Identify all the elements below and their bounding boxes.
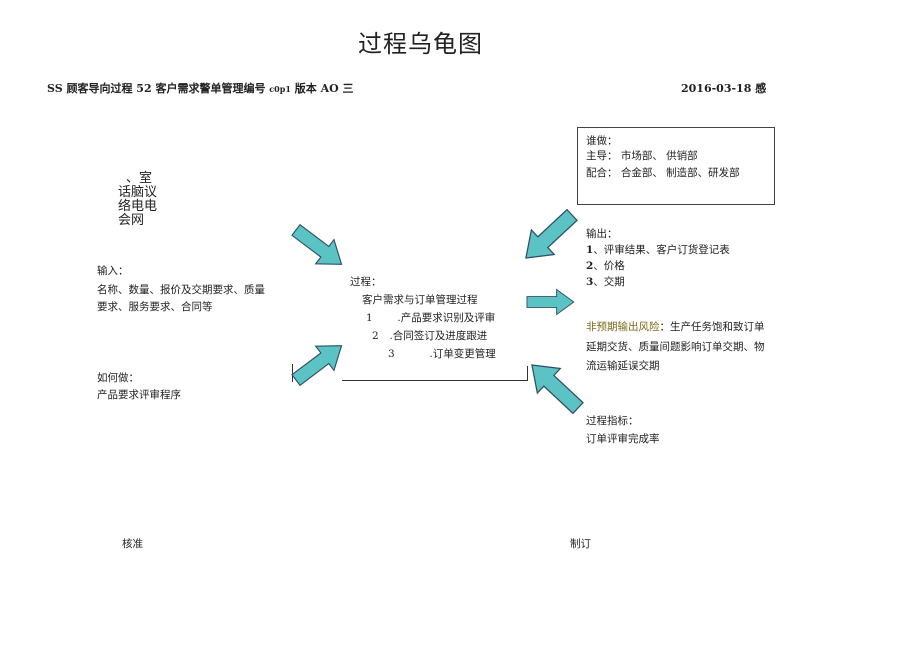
output-item-1-num: 1 bbox=[586, 244, 594, 256]
process-step-2: 2 .合同签订及进度跟进 bbox=[372, 327, 487, 346]
how-label: 如何做： bbox=[97, 372, 139, 384]
process-step-2-num: 2 bbox=[372, 330, 379, 342]
metric-arrow bbox=[519, 352, 591, 421]
glyph-row-4: 会网 bbox=[118, 213, 145, 228]
who-cooperate: 配合： 合金部、 制造部、研发部 bbox=[586, 167, 740, 179]
metric-value: 订单评审完成率 bbox=[586, 433, 660, 445]
process-step-1: 1 .产品要求识别及评审 bbox=[366, 309, 495, 328]
metric-label: 过程指标： bbox=[586, 415, 639, 427]
input-line-1: 名称、数量、报价及交期要求、质量 bbox=[97, 284, 265, 296]
output-item-1: 1、评审结果、客户订货登记表 bbox=[586, 241, 730, 260]
risk-label: 非预期输出风险 bbox=[586, 321, 660, 333]
risk-text-1: ：生产任务饱和致订单 bbox=[659, 321, 765, 333]
output-item-3-num: 3 bbox=[586, 276, 594, 288]
header-code: c0p1 bbox=[269, 84, 291, 94]
process-label: 过程： bbox=[350, 276, 382, 288]
how-line-1: 产品要求评审程序 bbox=[97, 389, 181, 401]
output-label: 输出： bbox=[586, 228, 618, 240]
risk-line-1: 非预期输出风险：生产任务饱和致订单 bbox=[586, 318, 765, 337]
process-name: 客户需求与订单管理过程 bbox=[362, 294, 478, 306]
process-step-3-text: .订单变更管理 bbox=[429, 348, 496, 360]
who-arrow bbox=[513, 202, 585, 271]
glyph-row-2: 话脑议 bbox=[118, 185, 158, 200]
input-label: 输入： bbox=[97, 265, 129, 277]
output-item-2: 2、价格 bbox=[586, 257, 625, 276]
process-step-3-num: 3 bbox=[388, 348, 395, 360]
who-label: 谁做： bbox=[586, 135, 618, 147]
footer-prepare: 制订 bbox=[570, 538, 591, 550]
input-line-2: 要求、服务要求、合同等 bbox=[97, 301, 213, 313]
process-underline bbox=[342, 380, 528, 381]
how-arrow bbox=[286, 332, 352, 393]
who-primary: 主导： 市场部、 供销部 bbox=[586, 150, 698, 162]
process-step-3: 3 .订单变更管理 bbox=[388, 345, 496, 364]
glyph-row-3: 络电电 bbox=[118, 199, 158, 214]
header-date: 2016-03-18 感 bbox=[681, 82, 767, 95]
process-right-tick bbox=[527, 366, 528, 381]
risk-line-3: 流运输延误交期 bbox=[586, 360, 660, 372]
input-arrow bbox=[286, 217, 352, 278]
footer-approve: 核准 bbox=[122, 538, 143, 550]
how-arrow-tick bbox=[292, 364, 293, 382]
risk-line-2: 延期交货、质量间题影响订单交期、物 bbox=[586, 341, 765, 353]
who-box bbox=[577, 127, 775, 205]
process-step-1-num: 1 bbox=[366, 312, 373, 324]
process-step-1-text: .产品要求识别及评审 bbox=[397, 312, 496, 324]
output-item-2-num: 2 bbox=[586, 260, 594, 272]
page-title: 过程乌龟图 bbox=[358, 30, 483, 58]
output-item-3: 3、交期 bbox=[586, 273, 625, 292]
output-item-2-text: 、价格 bbox=[593, 260, 625, 272]
glyph-row-1: 、室 bbox=[126, 171, 153, 186]
header-prefix: SS 顾客导向过程 52 客户需求警单管理编号 bbox=[47, 82, 266, 95]
output-item-1-text: 、评审结果、客户订货登记表 bbox=[593, 244, 730, 256]
process-step-2-text: .合同签订及进度跟进 bbox=[389, 330, 488, 342]
document-header: SS 顾客导向过程 52 客户需求警单管理编号 c0p1 版本 AO 三 bbox=[47, 80, 354, 96]
output-item-3-text: 、交期 bbox=[593, 276, 625, 288]
output-arrow bbox=[526, 289, 575, 315]
header-suffix: 版本 AO 三 bbox=[294, 82, 354, 95]
